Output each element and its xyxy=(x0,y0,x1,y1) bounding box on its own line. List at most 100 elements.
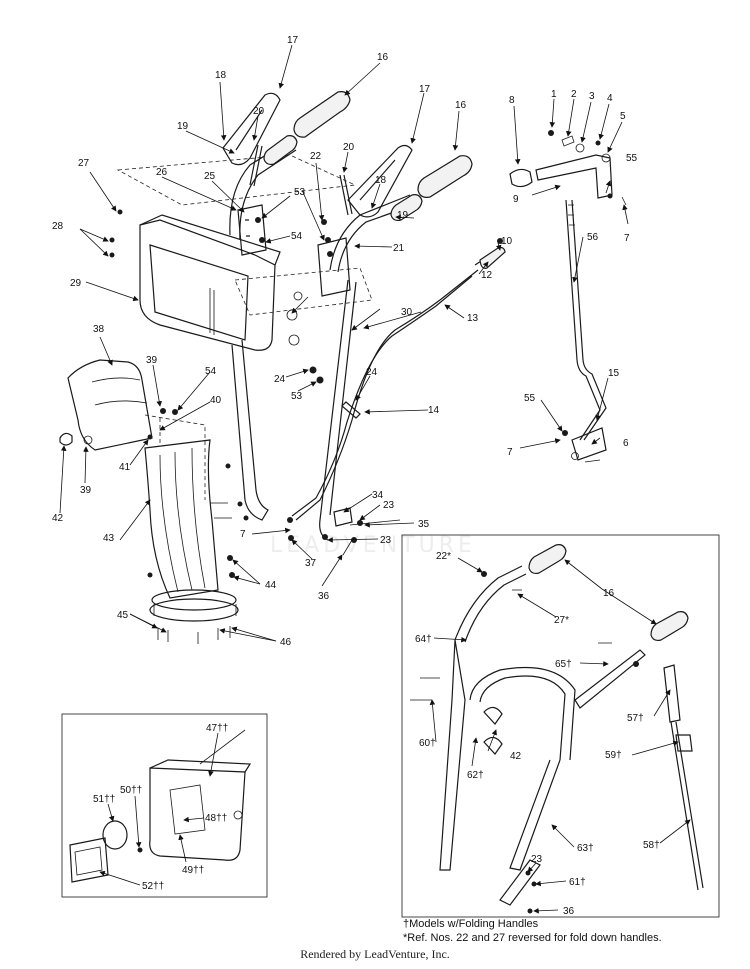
callout-18: 18 xyxy=(375,175,387,186)
callout-37: 37 xyxy=(305,558,317,569)
callout-18: 18 xyxy=(215,70,227,81)
callout-12: 12 xyxy=(481,270,493,281)
handle-assembly-drawing xyxy=(109,91,506,556)
callout-61: 61† xyxy=(569,877,586,888)
callout-19: 19 xyxy=(177,121,189,132)
callout-27: 27 xyxy=(78,158,90,169)
footnote-reversed-refs: *Ref. Nos. 22 and 27 reversed for fold d… xyxy=(403,932,662,944)
callout-60: 60† xyxy=(419,738,436,749)
deflector-inset-drawing xyxy=(69,729,252,883)
callout-25: 25 xyxy=(204,171,216,182)
callout-56: 56 xyxy=(587,232,599,243)
callout-20: 20 xyxy=(253,106,265,117)
callout-36: 36 xyxy=(318,591,330,602)
callout-16: 16 xyxy=(377,52,389,63)
callout-44: 44 xyxy=(265,580,277,591)
callout-22-star: 22* xyxy=(436,551,451,562)
callout-63: 63† xyxy=(577,843,594,854)
callout-45: 45 xyxy=(117,610,129,621)
callout-23: 23 xyxy=(383,500,395,511)
callout-48: 48†† xyxy=(205,813,227,824)
callout-labels: 1 2 3 4 5 6 7 7 7 8 9 10 12 13 14 15 16 … xyxy=(52,35,660,917)
callout-23: 23 xyxy=(531,854,543,865)
callout-7: 7 xyxy=(507,447,513,458)
callout-47: 47†† xyxy=(206,723,228,734)
folding-handle-inset-drawing xyxy=(410,544,704,914)
callout-40: 40 xyxy=(210,395,222,406)
callout-65: 65† xyxy=(555,659,572,670)
footnote-folding-handles: †Models w/Folding Handles xyxy=(403,918,539,930)
callout-5: 5 xyxy=(620,111,626,122)
callout-39: 39 xyxy=(80,485,92,496)
chute-deflector-38 xyxy=(67,359,153,451)
callout-19: 19 xyxy=(397,210,409,221)
callout-27-star: 27* xyxy=(554,615,569,626)
callout-34: 34 xyxy=(372,490,384,501)
callout-30: 30 xyxy=(401,307,413,318)
callout-42: 42 xyxy=(52,513,64,524)
callout-24: 24 xyxy=(274,374,286,385)
callout-42: 42 xyxy=(510,751,522,762)
callout-17: 17 xyxy=(287,35,299,46)
chute-assembly-drawing xyxy=(59,359,249,644)
render-credit: Rendered by LeadVenture, Inc. xyxy=(300,947,450,961)
callout-51: 51†† xyxy=(93,794,115,805)
callout-24: 24 xyxy=(366,367,378,378)
callout-38: 38 xyxy=(93,324,105,335)
callout-62: 62† xyxy=(467,770,484,781)
callout-28: 28 xyxy=(52,221,64,232)
callout-53: 53 xyxy=(294,187,306,198)
callout-21: 21 xyxy=(393,243,405,254)
callout-16: 16 xyxy=(603,588,615,599)
callout-46: 46 xyxy=(280,637,292,648)
callout-55: 55 xyxy=(524,393,536,404)
callout-13: 13 xyxy=(467,313,479,324)
chute-43 xyxy=(144,439,219,599)
callout-36: 36 xyxy=(563,906,575,917)
callout-9: 9 xyxy=(513,194,519,205)
callout-54: 54 xyxy=(291,231,303,242)
callout-54: 54 xyxy=(205,366,217,377)
callout-6: 6 xyxy=(623,438,629,449)
shift-assembly-drawing xyxy=(509,130,627,463)
callout-58: 58† xyxy=(643,840,660,851)
deflector-inset-box xyxy=(61,713,268,898)
callout-64: 64† xyxy=(415,634,432,645)
callout-3: 3 xyxy=(589,91,595,102)
callout-22: 22 xyxy=(310,151,322,162)
callout-7: 7 xyxy=(240,529,246,540)
callout-53: 53 xyxy=(291,391,303,402)
callout-43: 43 xyxy=(103,533,115,544)
handle-grip-16a xyxy=(293,91,351,138)
callout-2: 2 xyxy=(571,89,577,100)
callout-20: 20 xyxy=(343,142,355,153)
callout-52: 52†† xyxy=(142,881,164,892)
handle-grip-16b xyxy=(417,155,473,198)
callout-39: 39 xyxy=(146,355,158,366)
callout-29: 29 xyxy=(70,278,82,289)
callout-35: 35 xyxy=(418,519,430,530)
callout-14: 14 xyxy=(428,405,440,416)
callout-55: 55 xyxy=(626,153,638,164)
callout-59: 59† xyxy=(605,750,622,761)
callout-49: 49†† xyxy=(182,865,204,876)
callout-4: 4 xyxy=(607,93,613,104)
callout-8: 8 xyxy=(509,95,515,106)
callout-57: 57† xyxy=(627,713,644,724)
callout-50: 50†† xyxy=(120,785,142,796)
callout-15: 15 xyxy=(608,368,620,379)
callout-17: 17 xyxy=(419,84,431,95)
leader-lines xyxy=(59,44,691,914)
callout-7: 7 xyxy=(624,233,630,244)
folding-handles-inset-box xyxy=(401,534,720,918)
callout-23: 23 xyxy=(380,535,392,546)
shift-knob-8 xyxy=(509,168,533,188)
callout-41: 41 xyxy=(119,462,131,473)
callout-16: 16 xyxy=(455,100,467,111)
watermark: LEADVENTURE xyxy=(270,533,476,558)
callout-1: 1 xyxy=(551,89,557,100)
callout-10: 10 xyxy=(501,236,513,247)
callout-26: 26 xyxy=(156,167,168,178)
